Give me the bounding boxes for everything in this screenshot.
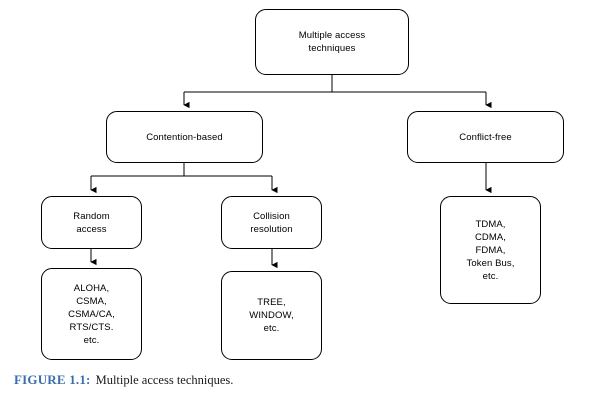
edge-root-to-level2 (183, 75, 492, 109)
figure-caption-text: Multiple access techniques. (95, 373, 234, 387)
node-multiple-access-techniques[interactable]: Multiple access techniques (255, 9, 409, 75)
figure-caption: FIGURE 1.1: Multiple access techniques. (14, 372, 586, 388)
edge-contention-to-level3 (90, 163, 278, 194)
node-random-access[interactable]: Random access (41, 196, 142, 249)
node-random-access-protocols[interactable]: ALOHA, CSMA, CSMA/CA, RTS/CTS. etc. (41, 268, 142, 360)
figure-caption-label: FIGURE 1.1: (14, 372, 91, 387)
node-conflict-free[interactable]: Conflict-free (407, 111, 564, 163)
connector-layer (90, 75, 492, 269)
node-collision-resolution-protocols[interactable]: TREE, WINDOW, etc. (221, 271, 322, 360)
node-collision-resolution[interactable]: Collision resolution (221, 196, 322, 249)
node-contention-based[interactable]: Contention-based (106, 111, 263, 163)
node-fixed-assignment-protocols[interactable]: TDMA, CDMA, FDMA, Token Bus, etc. (440, 196, 541, 304)
diagram-canvas: Multiple access techniques Contention-ba… (41, 9, 564, 360)
